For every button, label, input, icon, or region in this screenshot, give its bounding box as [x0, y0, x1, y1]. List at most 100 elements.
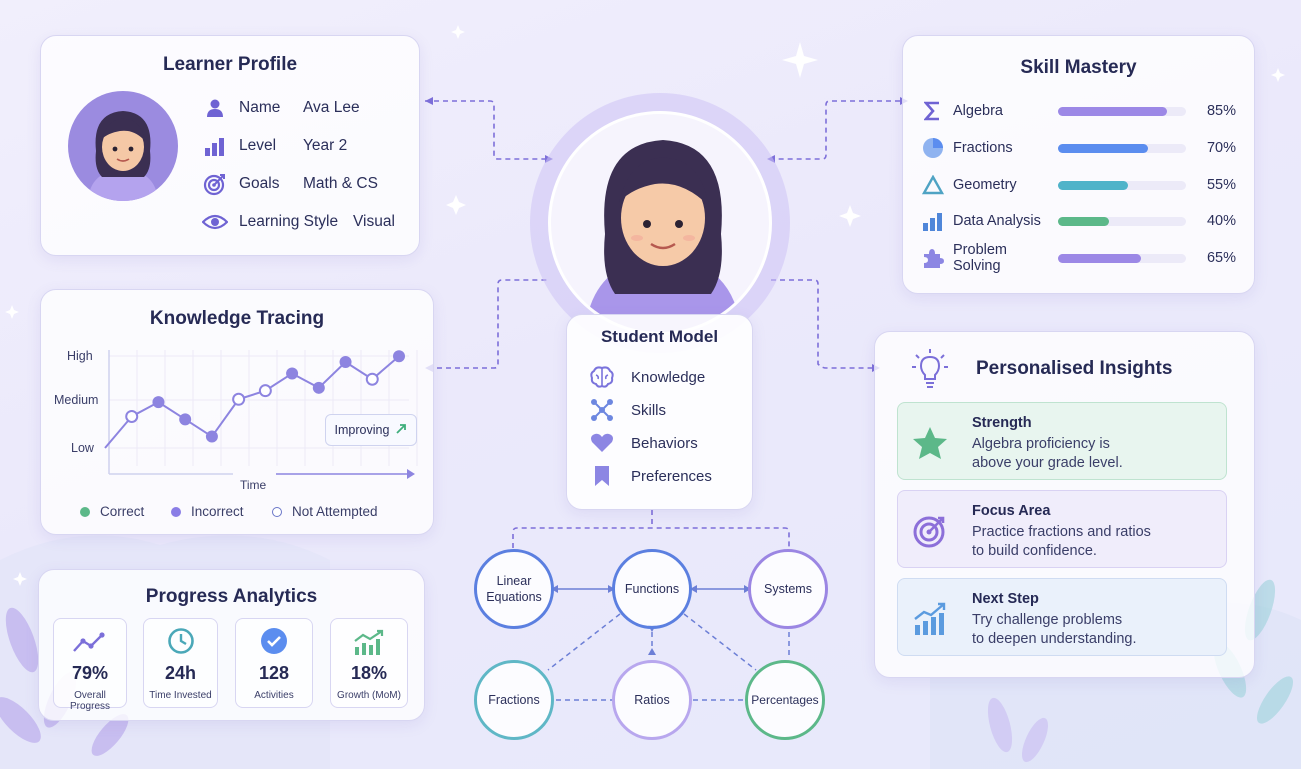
concept-node-ratios[interactable]: Ratios — [612, 660, 692, 740]
skill-progress-fill — [1058, 180, 1129, 190]
student-model-item-behaviors: Behaviors — [589, 429, 698, 457]
legend-correct: Correct — [80, 504, 144, 519]
growth-chart-icon — [912, 601, 948, 637]
data-point-incorrect — [205, 430, 218, 443]
tile-label: Time Invested — [149, 690, 212, 701]
legend-label: Correct — [100, 504, 145, 519]
knowledge-tracing-chart — [104, 350, 418, 479]
tile-label: Growth (MoM) — [337, 690, 401, 701]
profile-value: Ava Lee — [303, 99, 360, 116]
concept-node-systems[interactable]: Systems — [748, 549, 828, 629]
skill-progress-bar — [1058, 143, 1186, 153]
personalised-insights-title: Personalised Insights — [976, 358, 1173, 379]
puzzle-icon — [921, 247, 945, 269]
eye-icon — [201, 209, 229, 235]
heart-icon — [589, 433, 615, 453]
learner-profile-title: Learner Profile — [162, 54, 298, 75]
y-label-low: Low — [71, 441, 94, 455]
item-label: Preferences — [631, 467, 712, 485]
bar-chart-icon — [201, 133, 229, 159]
learner-profile-card: Learner Profile Name Ava Lee Level Year … — [40, 35, 420, 256]
skill-percent: 85% — [1206, 103, 1236, 119]
trend-line-icon — [54, 619, 126, 655]
profile-row-goals: Goals Math & CS — [201, 171, 378, 197]
skill-percent: 70% — [1206, 140, 1236, 156]
profile-row-name: Name Ava Lee — [201, 95, 360, 121]
profile-value: Visual — [353, 213, 395, 230]
skill-name: Geometry — [953, 177, 1017, 193]
profile-value: Math & CS — [303, 175, 378, 192]
data-point-incorrect — [339, 356, 352, 369]
triangle-icon — [921, 175, 945, 195]
data-point-incorrect — [393, 350, 405, 363]
data-point-not-attempted — [125, 409, 139, 423]
skill-progress-fill — [1058, 253, 1142, 263]
data-point-incorrect — [286, 367, 299, 380]
skill-percent: 40% — [1206, 213, 1236, 229]
x-axis-arrowhead — [407, 469, 415, 479]
skill-progress-fill — [1058, 216, 1110, 226]
skill-row-geometry: Geometry 55% — [921, 173, 1236, 197]
skill-progress-bar — [1058, 253, 1186, 263]
student-model-item-skills: Skills — [589, 396, 666, 424]
legend-incorrect: Incorrect — [171, 504, 244, 519]
profile-row-learning-style: Learning Style Visual — [201, 209, 395, 235]
legend-label: Not Attempted — [292, 504, 378, 519]
tile-value: 128 — [258, 663, 290, 683]
insight-heading: Strength — [972, 415, 1032, 431]
item-label: Behaviors — [631, 434, 698, 452]
progress-tile-time: 24h Time Invested — [143, 618, 218, 708]
data-point-incorrect — [312, 381, 325, 394]
avatar — [68, 91, 178, 201]
progress-tile-activities: 128 Activities — [235, 618, 313, 708]
skill-progress-bar — [1058, 106, 1186, 116]
concept-node-percentages[interactable]: Percentages — [745, 660, 825, 740]
concept-node-fractions[interactable]: Fractions — [474, 660, 554, 740]
tile-label: Activities — [254, 690, 294, 701]
data-point-not-attempted — [258, 384, 272, 398]
item-label: Knowledge — [631, 368, 706, 386]
y-label-high: High — [67, 349, 93, 363]
profile-value: Year 2 — [303, 137, 348, 154]
check-circle-icon — [236, 619, 312, 655]
tile-value: 24h — [164, 663, 197, 683]
concept-node-functions[interactable]: Functions — [612, 549, 692, 629]
skill-name: Algebra — [953, 103, 1003, 119]
y-label-medium: Medium — [54, 393, 99, 407]
progress-tile-overall: 79% Overall Progress — [53, 618, 127, 712]
profile-key: Learning Style — [239, 213, 339, 230]
skill-mastery-title: Skill Mastery — [1020, 57, 1137, 78]
insight-focus-area: Focus Area Practice fractions and ratios… — [897, 490, 1227, 568]
data-point-incorrect — [152, 396, 165, 409]
tile-value: 18% — [350, 663, 388, 683]
skill-percent: 55% — [1206, 177, 1236, 193]
insight-heading: Next Step — [972, 591, 1039, 607]
bar-chart-icon — [921, 211, 945, 231]
skill-progress-bar — [1058, 216, 1186, 226]
insight-heading: Focus Area — [972, 503, 1051, 519]
x-axis-label: Time — [240, 478, 267, 492]
student-model-card: Student Model Knowledge Skills Behaviors… — [566, 314, 753, 510]
student-model-item-knowledge: Knowledge — [589, 363, 705, 391]
data-point-incorrect — [179, 413, 192, 426]
skill-name: Problem Solving — [953, 242, 1007, 274]
skill-progress-bar — [1058, 180, 1186, 190]
growth-arrow-icon — [331, 619, 407, 655]
star-icon — [912, 425, 948, 461]
progress-tile-growth: 18% Growth (MoM) — [330, 618, 408, 708]
student-model-item-preferences: Preferences — [589, 462, 712, 490]
legend-not-attempted: Not Attempted — [272, 504, 378, 519]
sigma-icon — [921, 101, 945, 121]
improving-label: Improving — [334, 423, 390, 437]
tile-label: Overall Progress — [69, 690, 110, 712]
